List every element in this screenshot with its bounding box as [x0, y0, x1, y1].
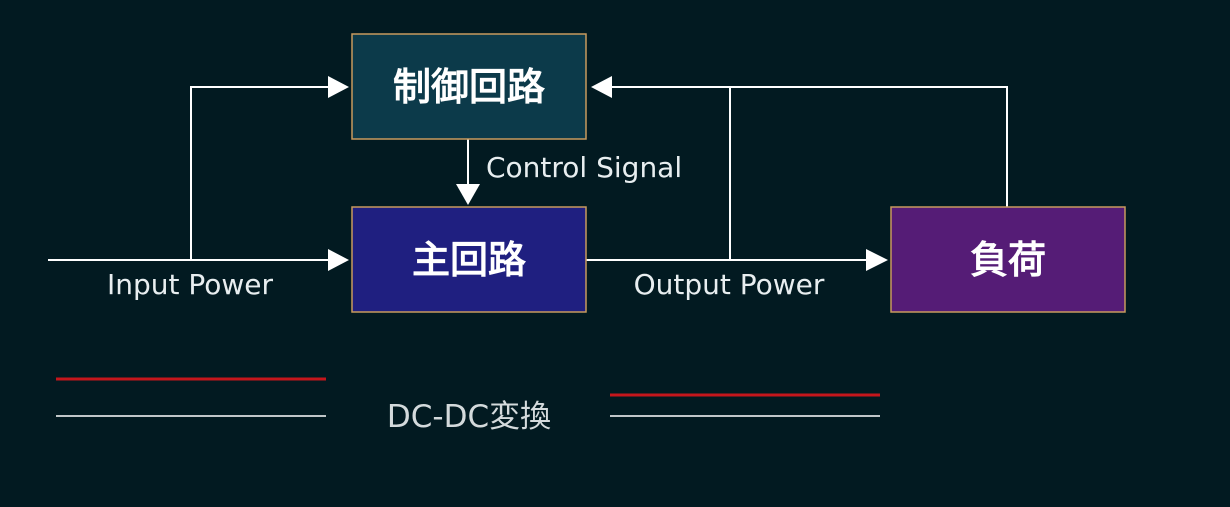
connector-lines — [48, 86, 1008, 261]
input-power-label: Input Power — [107, 268, 274, 301]
control-signal-label: Control Signal — [486, 151, 682, 184]
arrow-right-icon — [328, 249, 349, 271]
input-to-control-line — [190, 86, 330, 260]
legend-lines — [56, 377, 880, 417]
diagram-caption: DC-DC変換 — [387, 399, 551, 435]
main-circuit-label: 主回路 — [412, 238, 527, 282]
control-circuit-block: 制御回路 — [351, 33, 587, 140]
arrow-right-icon — [866, 249, 888, 271]
arrow-right-icon — [328, 76, 349, 98]
arrow-left-icon — [591, 76, 612, 98]
arrow-down-icon — [456, 184, 480, 205]
load-block: 負荷 — [890, 206, 1126, 313]
arrow-heads — [328, 76, 888, 271]
output-power-label: Output Power — [634, 268, 825, 301]
load-label: 負荷 — [970, 238, 1046, 282]
control-circuit-label: 制御回路 — [393, 65, 546, 109]
load-feedback-line — [730, 86, 1008, 207]
main-circuit-block: 主回路 — [351, 206, 587, 313]
